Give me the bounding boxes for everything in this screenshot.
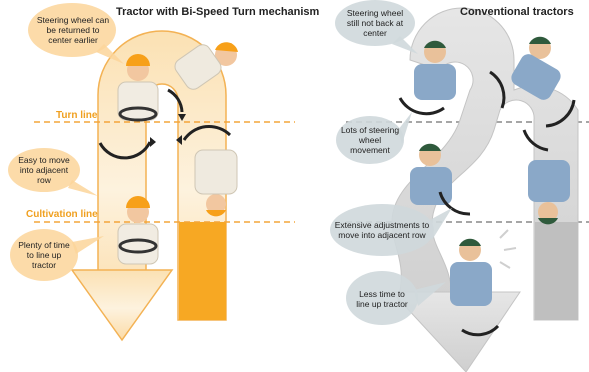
right-leg-solid-block	[535, 222, 578, 320]
right-callout-middle: Lots of steering wheel movement	[340, 124, 400, 156]
right-bubble-top	[335, 0, 415, 46]
left-bubble-bottom	[10, 229, 78, 281]
right-callout-top: Steering wheel still not back at center	[340, 6, 410, 40]
right-bubble-middle	[336, 116, 404, 164]
left-driver-figures	[117, 42, 238, 265]
cultivation-line-label: Cultivation line	[26, 209, 98, 220]
right-callout-top-text: Steering wheel still not back at center	[346, 8, 404, 38]
right-leg-solid-block	[179, 222, 226, 320]
left-callout-middle-text: Easy to move into adjacent row	[18, 155, 70, 185]
right-callout-middle-text: Lots of steering wheel movement	[340, 125, 400, 155]
left-callout-top-text: Steering wheel can be returned to center…	[36, 15, 110, 45]
turn-line-label: Turn line	[56, 110, 98, 121]
impact-marks	[499, 229, 517, 269]
right-panel-title: Conventional tractors	[460, 6, 574, 18]
right-bubble-lower	[330, 204, 434, 256]
right-bubble-bottom	[346, 271, 418, 325]
left-callout-top: Steering wheel can be returned to center…	[34, 14, 112, 46]
left-panel-title: Tractor with Bi-Speed Turn mechanism	[116, 6, 320, 18]
right-callout-bottom: Less time to line up tractor	[352, 280, 412, 318]
right-rotation-arrows	[398, 70, 576, 337]
left-bubble-top	[28, 3, 116, 57]
left-callout-bottom: Plenty of time to line up tractor	[14, 236, 74, 274]
right-callout-lower-text: Extensive adjustments to move into adjac…	[334, 220, 430, 240]
right-callout-lower: Extensive adjustments to move into adjac…	[334, 212, 430, 248]
right-callout-bottom-text: Less time to line up tractor	[356, 289, 408, 309]
left-callout-bottom-text: Plenty of time to line up tractor	[18, 240, 70, 270]
left-bubble-middle	[8, 148, 80, 192]
left-callout-middle: Easy to move into adjacent row	[12, 154, 76, 186]
left-rotation-arrowheads	[150, 114, 186, 147]
left-rotation-arrows	[98, 88, 232, 160]
